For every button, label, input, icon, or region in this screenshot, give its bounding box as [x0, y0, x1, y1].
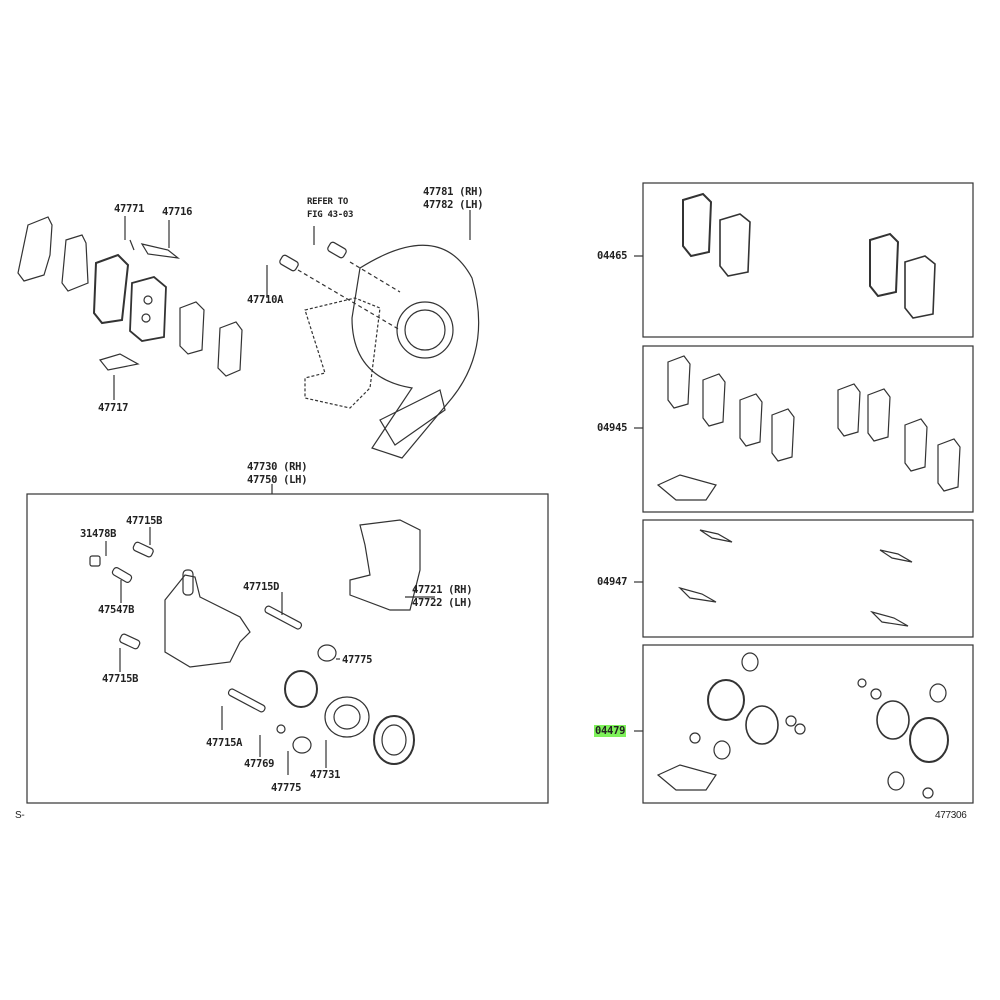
shim-kit-icon [656, 355, 961, 501]
part-label-47715a: 47715A [206, 737, 243, 749]
part-label-47775: 47775 [271, 782, 302, 794]
shim-kit-box [642, 345, 974, 513]
pad-kit-pads-icon [682, 192, 936, 319]
piston-seal-icon [284, 670, 318, 708]
refer-to-label: REFER TO [307, 197, 348, 207]
part-label-47715d: 47715D [243, 581, 280, 593]
kit-label-04479-highlighted[interactable]: 04479 [594, 725, 627, 737]
bolt-icon [279, 241, 347, 272]
part-label-47717: 47717 [98, 402, 129, 414]
boot-icon [317, 644, 337, 662]
caliper-bracket-icon [349, 519, 421, 611]
footer-mark: S- [15, 810, 25, 821]
part-label-47731: 47731 [310, 769, 341, 781]
figure-number: 477306 [935, 810, 967, 821]
part-label-47750-lh: 47750 (LH) [247, 474, 308, 486]
kit-label-04945[interactable]: 04945 [597, 422, 628, 434]
part-label-47769: 47769 [244, 758, 275, 770]
cylinder-kit-box [642, 644, 974, 804]
brake-pads-icon [17, 216, 243, 377]
grease-packet-icon [656, 474, 717, 501]
dust-shield-icon [351, 244, 480, 459]
part-label-47715b: 47715B [102, 673, 139, 685]
part-label-47771: 47771 [114, 203, 145, 215]
boot-icon [292, 736, 312, 754]
kit-label-04465[interactable]: 04465 [597, 250, 628, 262]
part-label-47781-rh: 47781 (RH) [423, 186, 484, 198]
piston-boot-icon [373, 715, 415, 765]
cylinder-kit-icon [656, 652, 949, 799]
part-label-47721-rh: 47721 (RH) [412, 584, 473, 596]
part-label-47715b: 47715B [126, 515, 163, 527]
fitting-kit-box [642, 519, 974, 638]
part-label-31478b: 31478B [80, 528, 117, 540]
fitting-kit-icon [677, 529, 913, 627]
figure-reference-label: FIG 43-03 [307, 210, 354, 220]
part-label-47730-rh: 47730 (RH) [247, 461, 308, 473]
part-label-47547b: 47547B [98, 604, 135, 616]
part-label-47710a: 47710A [247, 294, 284, 306]
part-label-47716: 47716 [162, 206, 193, 218]
pad-kit-box [642, 182, 974, 338]
caliper-assembly-box [26, 493, 549, 804]
caliper-icon [164, 569, 251, 668]
part-label-47722-lh: 47722 (LH) [412, 597, 473, 609]
part-label-47782-lh: 47782 (LH) [423, 199, 484, 211]
caliper-mount-ghost-icon [304, 297, 381, 409]
piston-icon [324, 696, 370, 738]
part-label-47775: 47775 [342, 654, 373, 666]
kit-label-04947[interactable]: 04947 [597, 576, 628, 588]
